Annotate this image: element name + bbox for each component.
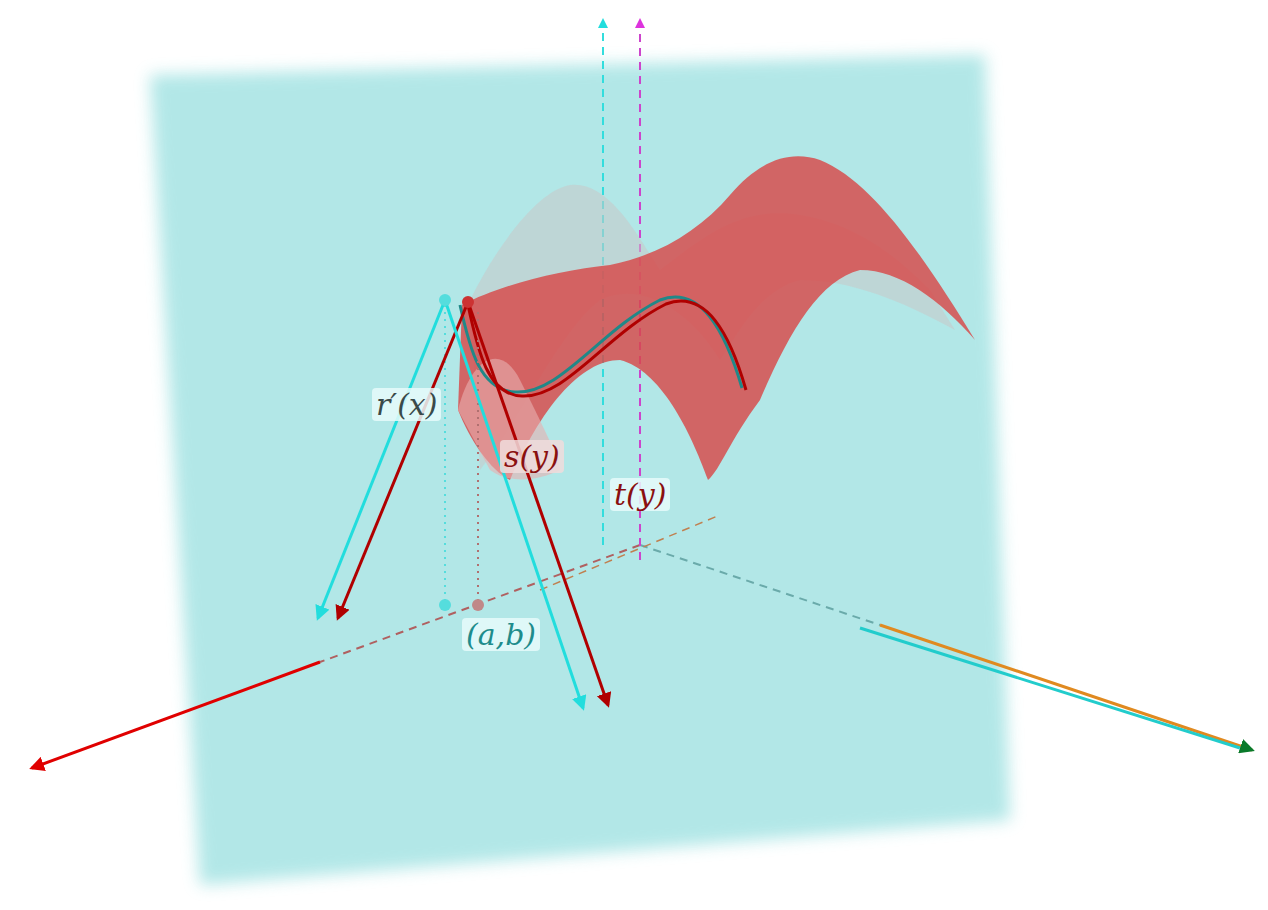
point xyxy=(462,296,474,308)
axis xyxy=(880,625,1252,750)
tangent-vector xyxy=(338,302,468,618)
axis xyxy=(860,628,1240,748)
drop-line xyxy=(477,312,479,600)
vector-label: s(y) xyxy=(500,440,564,473)
drop-line xyxy=(444,305,446,600)
axis xyxy=(320,545,640,662)
tangent-vector xyxy=(445,300,583,708)
vector-label: r′(x) xyxy=(372,388,441,421)
axis xyxy=(640,545,880,625)
point xyxy=(472,599,484,611)
axis xyxy=(540,515,720,590)
curve xyxy=(468,301,746,396)
surface xyxy=(458,156,975,480)
vector-label: t(y) xyxy=(610,478,670,511)
plane xyxy=(150,55,1010,885)
tangent-vector xyxy=(318,300,445,618)
point xyxy=(439,294,451,306)
point-label: (a,b) xyxy=(462,618,540,651)
curve xyxy=(460,297,742,392)
axis xyxy=(32,662,320,768)
point xyxy=(439,599,451,611)
